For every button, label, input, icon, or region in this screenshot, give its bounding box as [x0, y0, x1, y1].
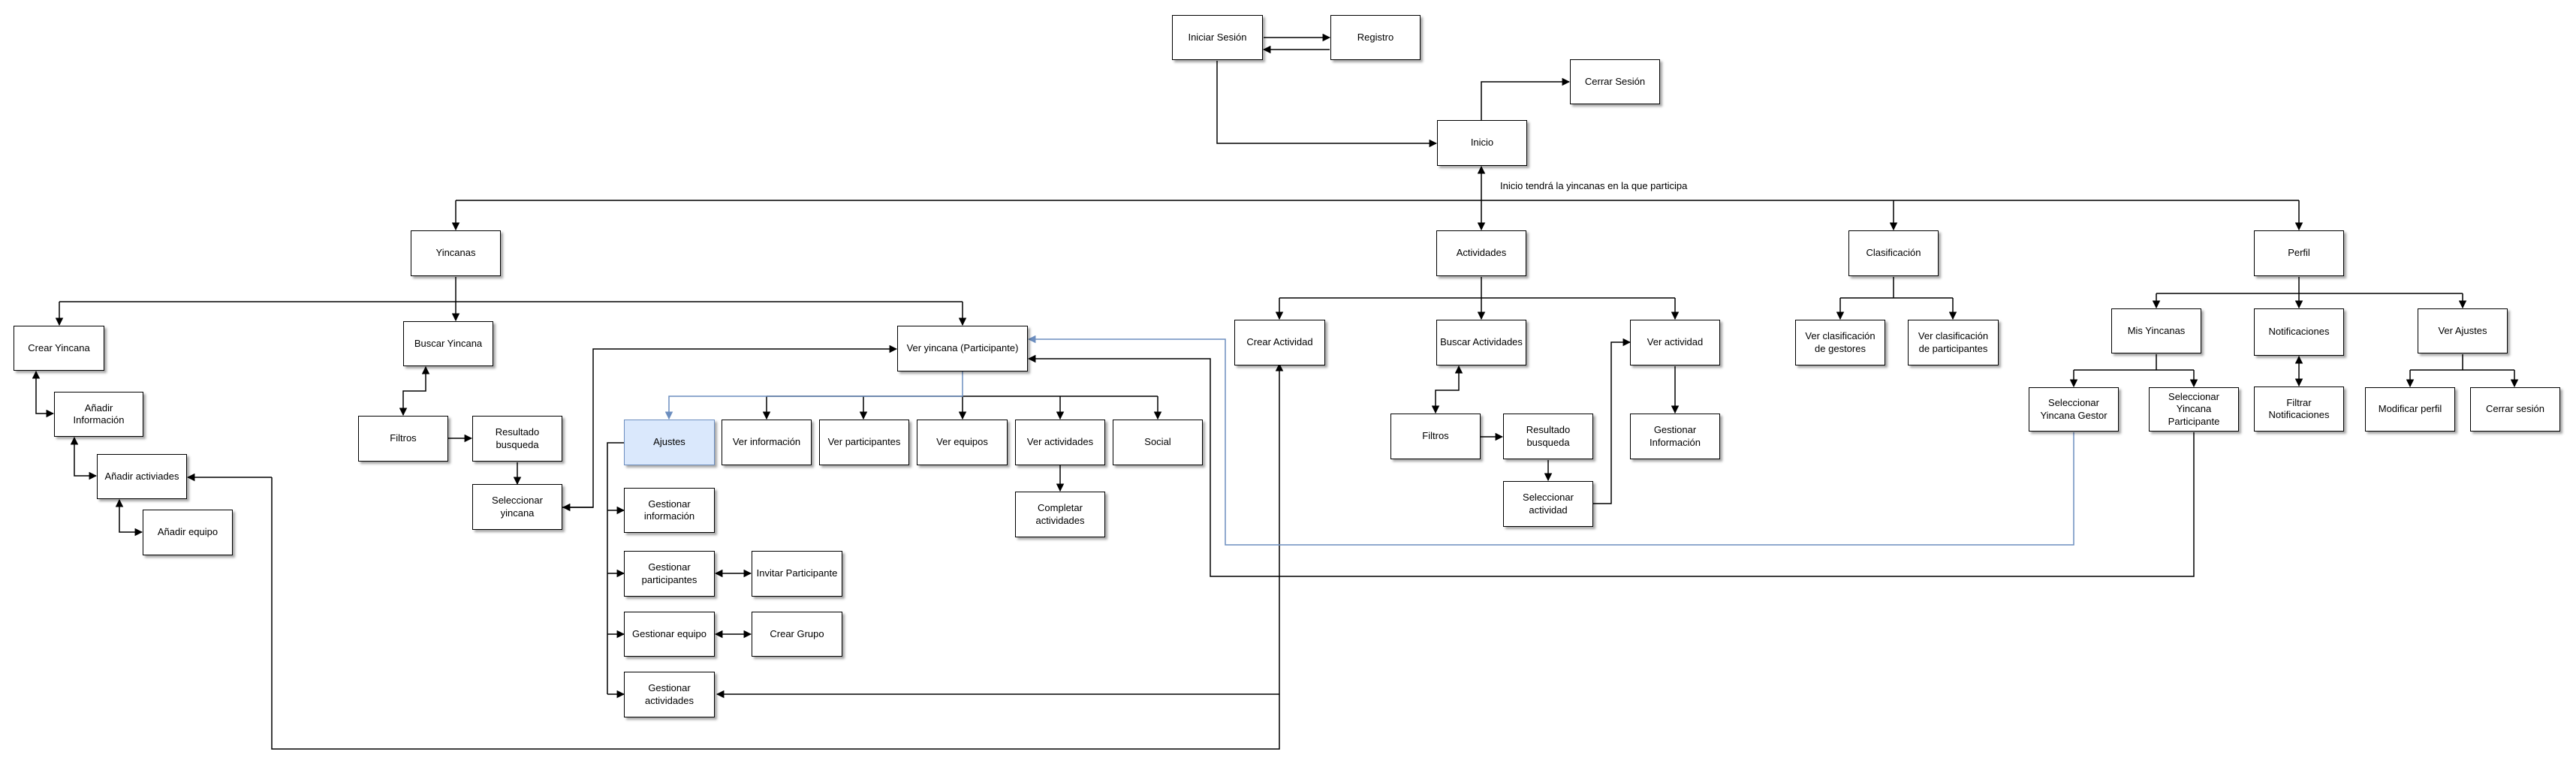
- modificar-perfil-node[interactable]: Modificar perfil: [2365, 387, 2455, 432]
- filtros-yincana-node[interactable]: Filtros: [358, 416, 448, 462]
- anadir-actividades-node[interactable]: Añadir activiades: [97, 454, 187, 499]
- gestionar-equipo-node[interactable]: Gestionar equipo: [624, 612, 715, 657]
- ver-ajustes-node[interactable]: Ver Ajustes: [2418, 308, 2508, 353]
- resultado-busqueda-yincana-node[interactable]: Resultado busqueda: [472, 416, 562, 462]
- notificaciones-node[interactable]: Notificaciones: [2254, 308, 2344, 356]
- crear-actividad-node[interactable]: Crear Actividad: [1234, 320, 1325, 365]
- filtros-actividades-node[interactable]: Filtros: [1390, 414, 1481, 459]
- inicio-note: Inicio tendrá la yincanas en la que part…: [1500, 180, 1688, 191]
- ver-participantes-node[interactable]: Ver participantes: [819, 420, 909, 465]
- crear-yincana-node[interactable]: Crear Yincana: [14, 326, 104, 371]
- ajustes-node[interactable]: Ajustes: [624, 420, 715, 465]
- iniciar-sesion-node[interactable]: Iniciar Sesión: [1172, 15, 1263, 60]
- completar-actividades-node[interactable]: Completar actividades: [1015, 492, 1105, 537]
- cerrar-sesion-top-node[interactable]: Cerrar Sesión: [1570, 59, 1660, 104]
- crear-grupo-node[interactable]: Crear Grupo: [752, 612, 842, 657]
- gestionar-participantes-node[interactable]: Gestionar participantes: [624, 551, 715, 597]
- ver-clasificacion-participantes-node[interactable]: Ver clasificación de participantes: [1908, 320, 1999, 365]
- cerrar-sesion-perfil-node[interactable]: Cerrar sesión: [2470, 387, 2560, 432]
- inicio-node[interactable]: Inicio: [1437, 120, 1527, 166]
- social-node[interactable]: Social: [1113, 420, 1203, 465]
- ver-actividad-node[interactable]: Ver actividad: [1630, 320, 1720, 365]
- filtrar-notificaciones-node[interactable]: Filtrar Notificaciones: [2254, 387, 2344, 432]
- gestionar-informacion-actividad-node[interactable]: Gestionar Información: [1630, 414, 1720, 459]
- ver-clasificacion-gestores-node[interactable]: Ver clasificación de gestores: [1795, 320, 1885, 365]
- invitar-participante-node[interactable]: Invitar Participante: [752, 551, 842, 597]
- mis-yincanas-node[interactable]: Mis Yincanas: [2111, 308, 2201, 353]
- ver-actividades-node[interactable]: Ver actividades: [1015, 420, 1105, 465]
- actividades-node[interactable]: Actividades: [1436, 230, 1526, 276]
- perfil-node[interactable]: Perfil: [2254, 230, 2344, 276]
- yincanas-node[interactable]: Yincanas: [411, 230, 501, 276]
- anadir-equipo-node[interactable]: Añadir equipo: [143, 510, 233, 555]
- ver-yincana-participante-node[interactable]: Ver yincana (Participante): [897, 326, 1028, 371]
- edge-ver-yincana-ajustes: [664, 371, 963, 420]
- resultado-busqueda-actividades-node[interactable]: Resultado busqueda: [1503, 414, 1593, 459]
- buscar-yincana-node[interactable]: Buscar Yincana: [403, 321, 493, 366]
- ver-equipos-node[interactable]: Ver equipos: [917, 420, 1008, 465]
- seleccionar-yincana-node[interactable]: Seleccionar yincana: [472, 484, 562, 530]
- seleccionar-yincana-participante-node[interactable]: Seleccionar Yincana Participante: [2149, 387, 2239, 432]
- buscar-actividades-node[interactable]: Buscar Actividades: [1436, 320, 1526, 365]
- edge-login-inicio: [1216, 61, 1438, 148]
- gestionar-informacion-node[interactable]: Gestionar información: [624, 488, 715, 533]
- clasificacion-node[interactable]: Clasificación: [1848, 230, 1939, 276]
- anadir-informacion-node[interactable]: Añadir Información: [54, 392, 143, 437]
- edge-inicio-cerrar: [1481, 77, 1571, 120]
- seleccionar-yincana-gestor-node[interactable]: Seleccionar Yincana Gestor: [2029, 387, 2119, 432]
- registro-node[interactable]: Registro: [1330, 15, 1421, 60]
- gestionar-actividades-node[interactable]: Gestionar actividades: [624, 672, 715, 717]
- edge-gestor-ver-yincana: [1027, 335, 2074, 546]
- ver-informacion-node[interactable]: Ver información: [722, 420, 812, 465]
- seleccionar-actividad-node[interactable]: Seleccionar actividad: [1503, 481, 1593, 527]
